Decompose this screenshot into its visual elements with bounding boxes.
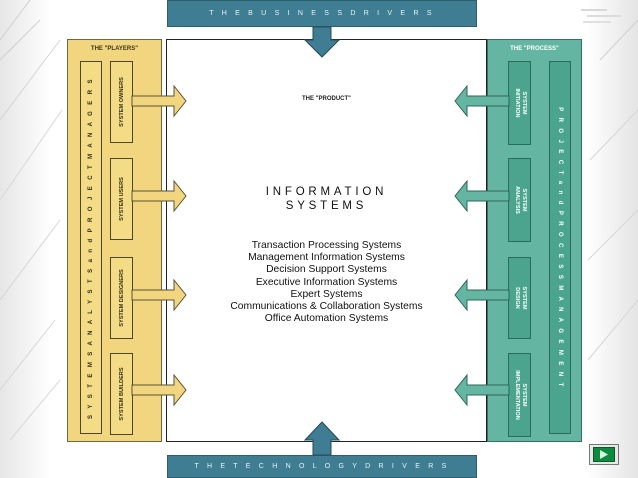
phase-system-analysis: SYSTEM ANALYSIS <box>508 158 531 242</box>
phase-system-implementation: SYSTEM IMPLEMENTATION <box>508 353 531 437</box>
phase-system-initiation: SYSTEM INITIATION <box>508 61 531 145</box>
list-item: Transaction Processing Systems <box>251 240 402 251</box>
phase-label: SYSTEM INITIATION <box>513 88 527 118</box>
role-system-users: SYSTEM USERS <box>110 158 133 240</box>
next-slide-button[interactable] <box>589 444 619 465</box>
play-arrow-icon <box>600 450 608 459</box>
technology-drivers-bar: T H E T E C H N O L O G Y D R I V E R S <box>167 455 477 478</box>
analysts-managers-label: S Y S T E M S A N A L Y S T S a n d P R … <box>88 76 94 419</box>
phase-label: SYSTEM DESIGN <box>513 286 527 310</box>
process-title: THE "PROCESS" <box>510 46 559 52</box>
list-item: Decision Support Systems <box>266 264 387 276</box>
corner-decoration <box>581 9 621 23</box>
players-panel: THE "PLAYERS" S Y S T E M S A N A L Y S … <box>67 39 162 442</box>
business-drivers-label: T H E B U S I N E S S D R I V E R S <box>209 10 435 17</box>
product-label: THE "PRODUCT" <box>301 96 352 102</box>
analysts-managers-column: S Y S T E M S A N A L Y S T S a n d P R … <box>80 61 102 434</box>
product-panel: THE "PRODUCT" INFORMATION SYSTEMS Transa… <box>166 39 487 442</box>
role-label: SYSTEM OWNERS <box>118 77 125 127</box>
systems-list: Transaction Processing Systems Managemen… <box>167 240 486 325</box>
role-label: SYSTEM BUILDERS <box>118 367 125 421</box>
list-item: Executive Information Systems <box>255 276 398 288</box>
project-process-management-column: P R O J E C T a n d P R O C E S S M A N … <box>549 61 571 434</box>
list-item: Office Automation Systems <box>264 313 389 325</box>
role-label: SYSTEM DESIGNERS <box>118 269 125 327</box>
list-item: Expert Systems <box>290 288 363 300</box>
role-system-owners: SYSTEM OWNERS <box>110 61 133 143</box>
business-drivers-bar: T H E B U S I N E S S D R I V E R S <box>167 0 477 27</box>
role-system-designers: SYSTEM DESIGNERS <box>110 257 133 339</box>
phase-label: SYSTEM ANALYSIS <box>513 186 527 214</box>
phase-system-design: SYSTEM DESIGN <box>508 257 531 339</box>
phase-label: SYSTEM IMPLEMENTATION <box>513 370 527 420</box>
role-system-builders: SYSTEM BUILDERS <box>110 353 133 435</box>
players-title: THE "PLAYERS" <box>90 46 139 52</box>
list-item: Communications & Collaboration Systems <box>230 301 423 313</box>
process-panel: THE "PROCESS" P R O J E C T a n d P R O … <box>487 39 582 442</box>
role-label: SYSTEM USERS <box>118 177 125 221</box>
project-process-management-label: P R O J E C T a n d P R O C E S S M A N … <box>557 106 563 389</box>
information-systems-title: INFORMATION SYSTEMS <box>265 186 388 212</box>
list-item: Management Information Systems <box>248 252 405 264</box>
technology-drivers-label: T H E T E C H N O L O G Y D R I V E R S <box>194 463 450 470</box>
